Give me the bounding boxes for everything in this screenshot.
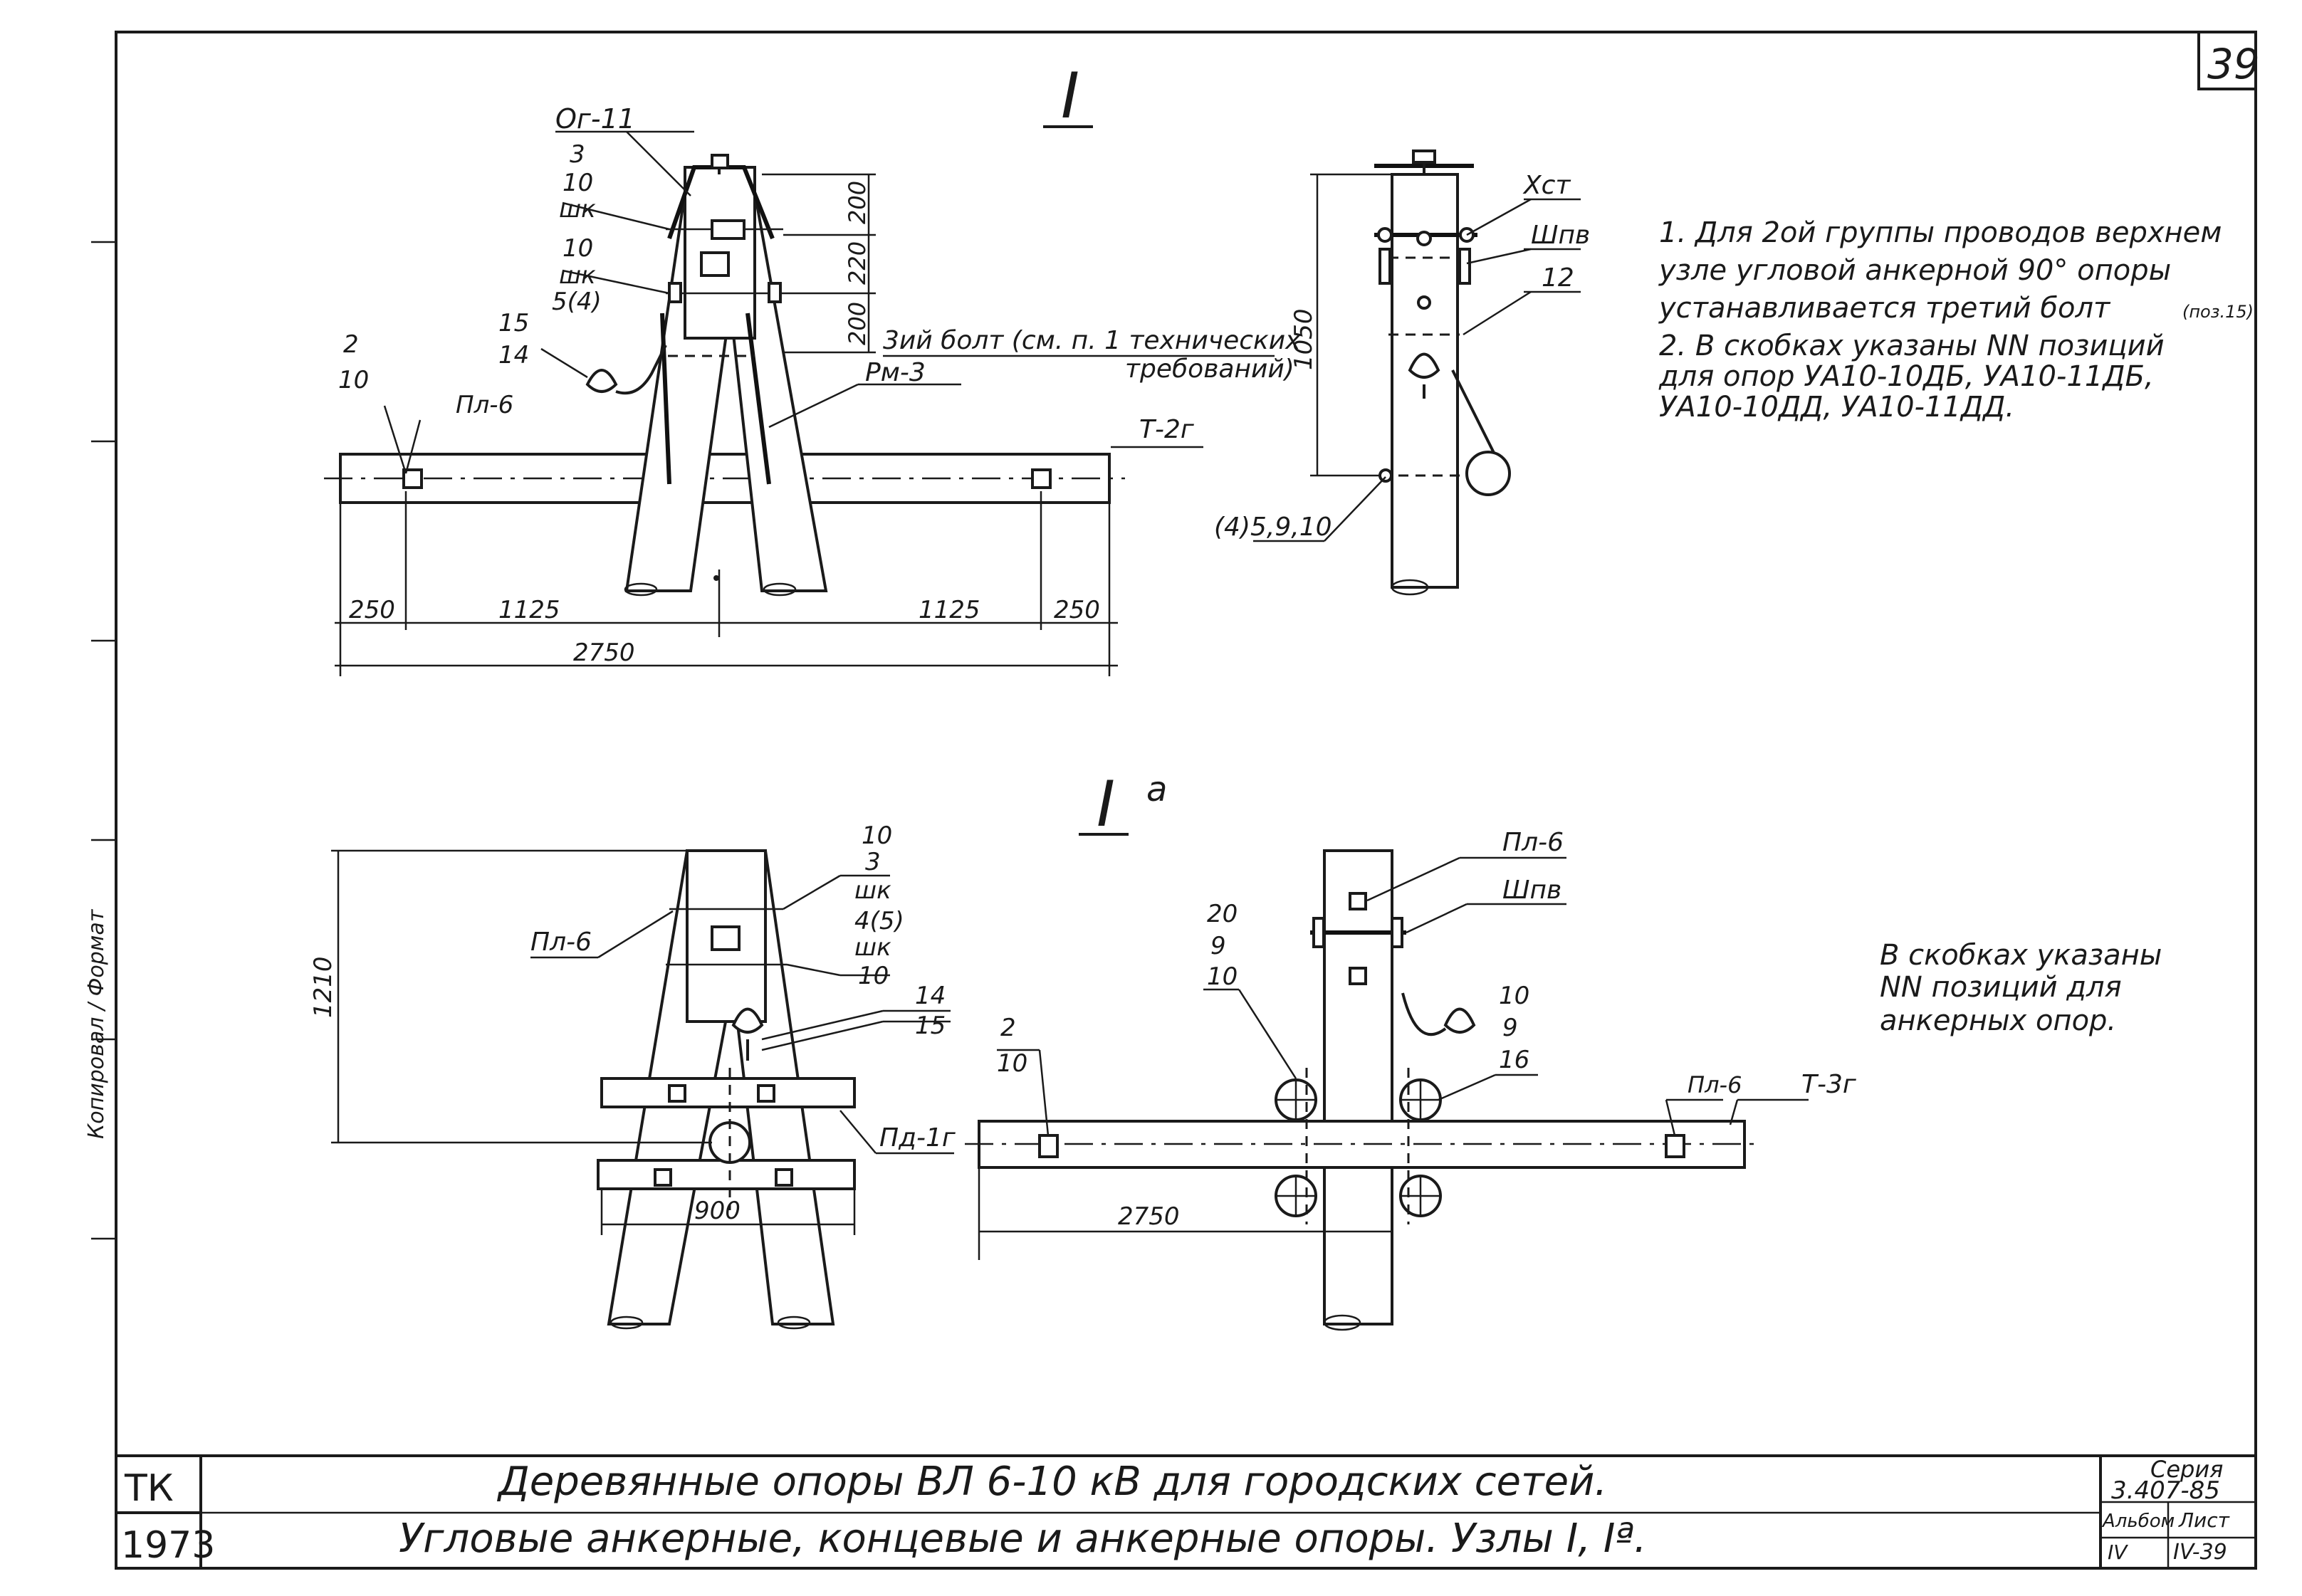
margin-stamp: Копировал / Формат: [84, 908, 109, 1139]
label-pos-4-5-9-10: (4)5,9,10: [1214, 513, 1332, 542]
dim-250a: 250: [349, 596, 395, 624]
label-Ia-side-pl6b: Пл-6: [1688, 1071, 1742, 1098]
label-Ia-side-10: 10: [1207, 962, 1238, 991]
label-Ia-10b: 10: [858, 962, 889, 990]
label-third-bolt-2: требований): [1125, 355, 1294, 384]
label-Ia-pd1g: Пд-1г: [879, 1123, 956, 1153]
label-Ia-pl6: Пл-6: [530, 928, 592, 957]
dim-1125b: 1125: [919, 596, 980, 624]
dim-900: 900: [694, 1197, 741, 1225]
label-t2g: Т-2г: [1139, 415, 1195, 444]
label-xst: Хст: [1522, 171, 1571, 200]
label-14: 14: [498, 341, 529, 369]
note2-line3: УА10-10ДД, УА10-11ДД.: [1659, 391, 2014, 424]
label-shk-a: шк: [559, 195, 596, 224]
title-line-2: Угловые анкерные, концевые и анкерные оп…: [399, 1516, 1647, 1562]
label-2: 2: [343, 330, 359, 359]
label-5-4: 5(4): [552, 288, 602, 316]
list-label: Лист: [2178, 1508, 2230, 1532]
list-value: IV-39: [2173, 1540, 2227, 1565]
view-I-front: I: [324, 59, 1275, 676]
note1-line2: узле угловой анкерной 90° опоры: [1658, 254, 2171, 287]
label-Ia-side-2: 2: [1000, 1014, 1016, 1042]
note3-line1: В скобках указаны: [1880, 939, 2162, 972]
album-value: IV: [2108, 1540, 2128, 1564]
label-Ia-side-16: 16: [1499, 1046, 1529, 1074]
dim-2750: 2750: [573, 639, 635, 667]
view-I-title: I: [1061, 59, 1079, 132]
label-Ia-14: 14: [915, 982, 946, 1010]
title-line-1: Деревянные опоры ВЛ 6-10 кВ для городски…: [496, 1459, 1607, 1505]
view-Ia-side: [965, 849, 1809, 1331]
series-label: Серия: [2150, 1456, 2223, 1483]
label-Ia-10: 10: [862, 821, 892, 850]
label-Ia-side-20: 20: [1207, 900, 1238, 928]
label-15: 15: [498, 309, 529, 337]
label-12: 12: [1542, 263, 1574, 293]
note2-line1: 2. В скобках указаны NN позиций: [1659, 330, 2165, 362]
label-pl6: Пл-6: [456, 391, 513, 419]
sheet-frame: [91, 31, 2257, 1570]
label-Ia-side-10c: 10: [997, 1049, 1027, 1078]
dim-200a: 200: [844, 181, 871, 224]
dim-Ia-2750: 2750: [1118, 1202, 1180, 1231]
note1-line3: устанавливается третий болт: [1658, 292, 2111, 325]
view-Ia-title: I: [1097, 767, 1115, 841]
label-Ia-shk2: шк: [854, 933, 891, 962]
label-10b: 10: [563, 234, 593, 263]
label-third-bolt: 3ий болт (см. п. 1 технических: [883, 326, 1301, 355]
dim-1210: 1210: [309, 956, 338, 1018]
crossarm-pd1g-bottom: [597, 1159, 856, 1190]
note3-line3: анкерных опор.: [1880, 1004, 2116, 1037]
view-Ia-front: I a: [331, 767, 1167, 1330]
label-Ia-15: 15: [915, 1012, 946, 1040]
label-Ia-3: 3: [865, 848, 881, 876]
notes: 1. Для 2ой группы проводов верхнем узле …: [1658, 216, 2254, 1037]
label-Ia-shk: шк: [854, 876, 891, 905]
sheet-number: 39: [2207, 40, 2260, 88]
note1-line1: 1. Для 2ой группы проводов верхнем: [1659, 216, 2222, 249]
label-Ia-side-shpv: Шпв: [1502, 876, 1561, 905]
dim-1050: 1050: [1289, 308, 1318, 370]
label-Ia-side-pl6a: Пл-6: [1502, 828, 1564, 857]
label-Ia-side-10b: 10: [1499, 982, 1529, 1010]
label-Ia-side-9b: 9: [1502, 1014, 1518, 1042]
label-10c: 10: [338, 366, 369, 394]
dim-1125a: 1125: [498, 596, 560, 624]
crossarm-pd1g-top: [600, 1077, 856, 1108]
series-value: 3.407-85: [2111, 1476, 2220, 1505]
pole-side-Ia: [1323, 849, 1393, 1325]
album-label: Альбом: [2101, 1511, 2175, 1532]
title-block-org: ТК: [124, 1467, 174, 1510]
view-I-side: [1253, 149, 1581, 596]
dim-220: 220: [844, 241, 871, 285]
note2-line2: для опор УА10-10ДБ, УА10-11ДБ,: [1658, 360, 2154, 393]
note3-line2: NN позиций для: [1880, 971, 2122, 1004]
label-Ia-4-5: 4(5): [854, 907, 904, 935]
view-Ia-title-sup: a: [1146, 770, 1167, 809]
label-og11: Ог-11: [555, 103, 635, 135]
note1-line3b: (поз.15): [2182, 302, 2254, 322]
label-shpv: Шпв: [1531, 221, 1590, 250]
label-3: 3: [570, 140, 585, 169]
dim-250b: 250: [1054, 596, 1100, 624]
dim-200b: 200: [844, 302, 871, 345]
title-block-year: 1973: [121, 1524, 215, 1567]
label-10a: 10: [563, 169, 593, 197]
label-rm3: Рм-3: [865, 358, 926, 387]
label-shk-b: шк: [559, 261, 596, 290]
label-Ia-side-t3g: Т-3г: [1801, 1070, 1857, 1099]
label-Ia-side-9: 9: [1210, 932, 1226, 960]
